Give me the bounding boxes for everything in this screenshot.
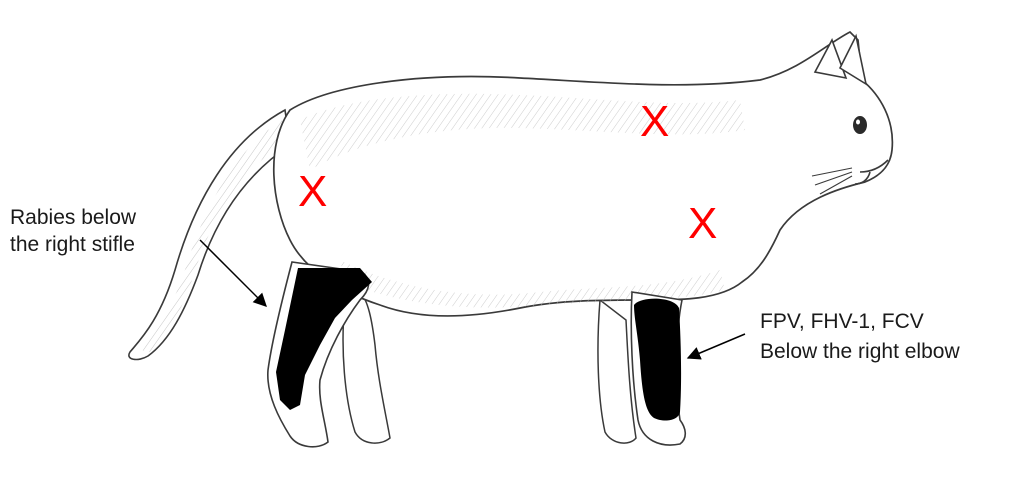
rabies-label-line-2: the right stifle <box>10 231 135 258</box>
cat-eye <box>853 116 867 134</box>
cat-eye-highlight <box>856 120 860 125</box>
x-mark-chest: X <box>688 202 717 246</box>
fpv-label-line-2: Below the right elbow <box>760 338 960 365</box>
x-mark-hip: X <box>298 170 327 214</box>
x-mark-shoulder: X <box>640 100 669 144</box>
fpv-label-line-1: FPV, FHV-1, FCV <box>760 308 924 335</box>
rabies-label-line-1: Rabies below <box>10 204 136 231</box>
